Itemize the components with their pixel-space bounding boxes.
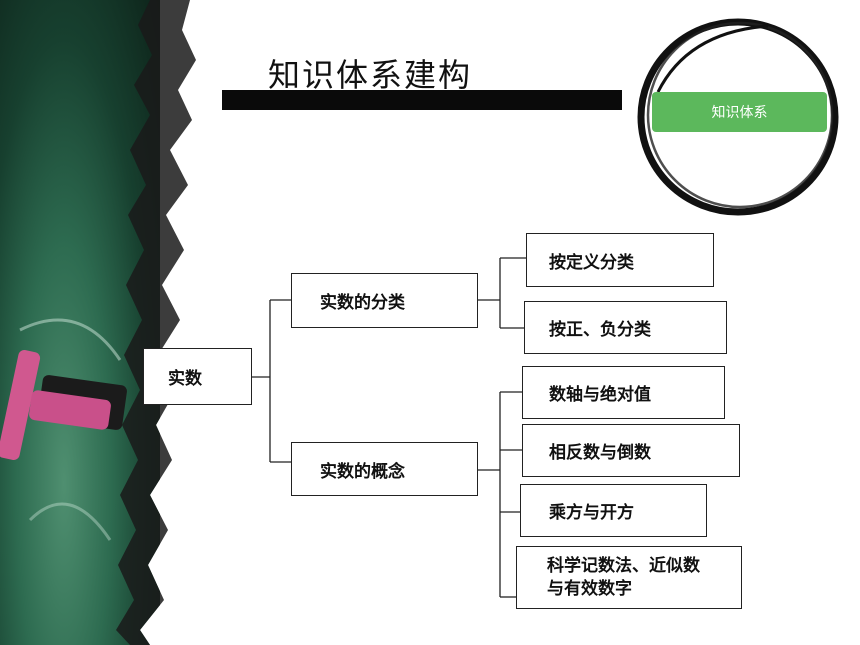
leaf-node-number-line-absolute-value: 数轴与绝对值 xyxy=(522,366,725,419)
branch-node-label: 实数的分类 xyxy=(320,293,405,313)
branch-node-classification: 实数的分类 xyxy=(291,273,478,328)
leaf-node-opposite-reciprocal: 相反数与倒数 xyxy=(522,424,740,477)
root-node-real-numbers: 实数 xyxy=(143,348,252,405)
slide-title: 知识体系建构 xyxy=(268,56,473,94)
leaf-node-power-root: 乘方与开方 xyxy=(520,484,707,537)
root-node-label: 实数 xyxy=(168,369,202,389)
leaf-node-label: 相反数与倒数 xyxy=(549,443,651,463)
branch-node-concepts: 实数的概念 xyxy=(291,442,478,496)
leaf-node-label: 按定义分类 xyxy=(549,252,634,273)
torn-edge-decoration xyxy=(19,0,200,645)
leaf-node-label: 数轴与绝对值 xyxy=(549,385,651,405)
leaf-node-label: 乘方与开方 xyxy=(549,503,634,523)
leaf-node-label: 科学记数法、近似数与有效数字 xyxy=(547,555,700,599)
leaf-node-label: 按正、负分类 xyxy=(549,320,651,340)
leaf-node-by-sign: 按正、负分类 xyxy=(524,301,727,354)
title-underline-bar xyxy=(222,90,622,110)
knowledge-system-badge: 知识体系 xyxy=(652,92,827,132)
brush-circle-decoration xyxy=(637,18,839,216)
branch-node-label: 实数的概念 xyxy=(320,461,405,482)
leaf-node-scientific-notation: 科学记数法、近似数与有效数字 xyxy=(516,546,742,609)
leaf-node-by-definition: 按定义分类 xyxy=(526,233,714,287)
